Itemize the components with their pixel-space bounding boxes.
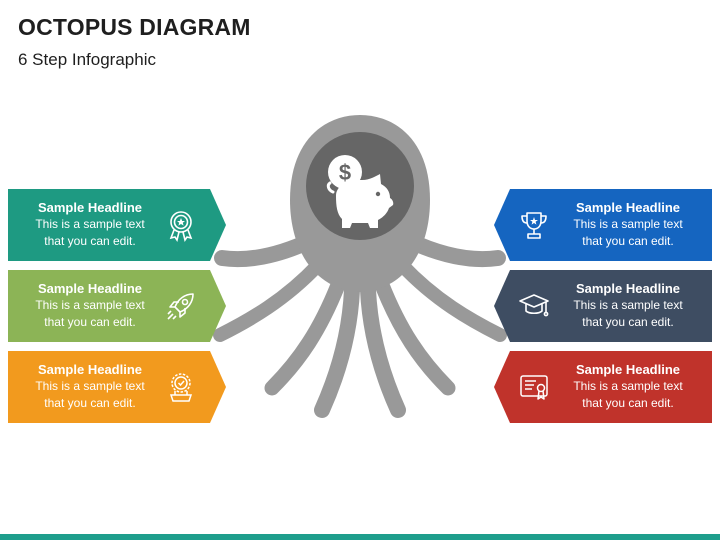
step-4-shape — [494, 189, 712, 261]
piggy-bank-dollar-icon: $ — [326, 155, 394, 228]
step-4: Sample Headline This is a sample text th… — [494, 189, 712, 261]
step-3-headline: Sample Headline — [37, 362, 143, 377]
page-subtitle: 6 Step Infographic — [18, 50, 156, 69]
step-6-line1: This is a sample text — [573, 379, 683, 393]
step-3-line2: that you can edit. — [44, 396, 136, 410]
step-1-line2: that you can edit. — [44, 234, 136, 248]
step-5-line2: that you can edit. — [582, 315, 674, 329]
step-6: Sample Headline This is a sample text th… — [494, 351, 712, 423]
step-4-headline: Sample Headline — [575, 200, 681, 215]
step-3-line1: This is a sample text — [35, 379, 145, 393]
quality-badge-icon — [169, 373, 193, 402]
step-5: Sample Headline This is a sample text th… — [494, 270, 712, 342]
step-2-headline: Sample Headline — [37, 281, 143, 296]
svg-text:$: $ — [339, 160, 351, 185]
page-title: OCTOPUS DIAGRAM — [18, 14, 251, 40]
step-6-headline: Sample Headline — [575, 362, 681, 377]
step-2-line2: that you can edit. — [44, 315, 136, 329]
step-1: Sample Headline This is a sample text th… — [8, 189, 226, 261]
step-4-line2: that you can edit. — [582, 234, 674, 248]
bottom-accent-bar — [0, 534, 720, 540]
trophy-icon — [521, 212, 547, 239]
step-1-line1: This is a sample text — [35, 217, 145, 231]
step-6-shape — [494, 351, 712, 423]
step-1-shape — [8, 189, 226, 261]
step-5-shape — [494, 270, 712, 342]
graduation-cap-icon — [519, 294, 549, 317]
step-1-headline: Sample Headline — [37, 200, 143, 215]
step-6-line2: that you can edit. — [582, 396, 674, 410]
step-5-line1: This is a sample text — [573, 298, 683, 312]
step-5-headline: Sample Headline — [575, 281, 681, 296]
rocket-icon — [167, 293, 194, 320]
certificate-icon — [520, 375, 548, 400]
step-2-line1: This is a sample text — [35, 298, 145, 312]
step-2-shape — [8, 270, 226, 342]
step-3: Sample Headline This is a sample text th… — [8, 351, 226, 423]
step-2: Sample Headline This is a sample text th… — [8, 270, 226, 342]
step-4-line1: This is a sample text — [573, 217, 683, 231]
step-3-shape — [8, 351, 226, 423]
award-medal-icon — [169, 211, 193, 242]
